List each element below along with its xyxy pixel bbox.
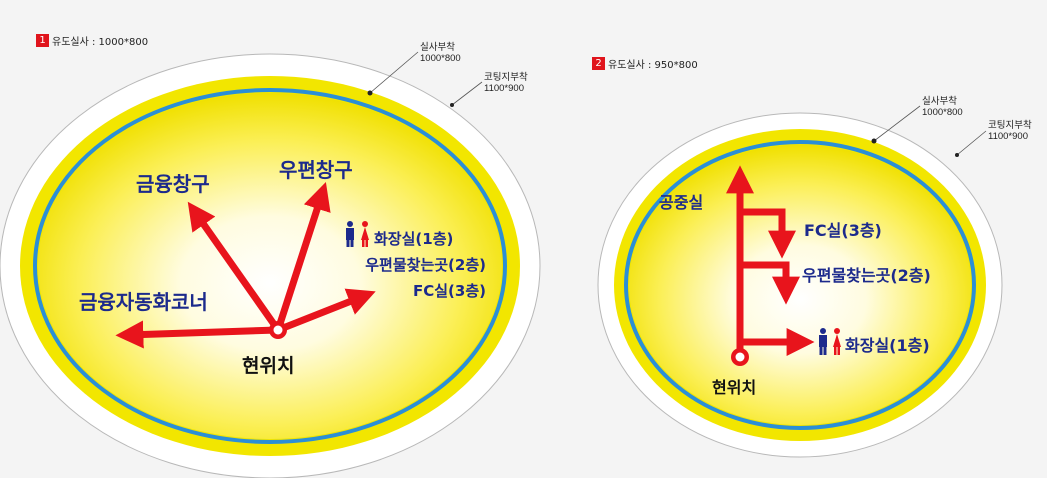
sign2-outer-callout-line2: 1100*900 (988, 131, 1028, 142)
sign2-outer-callout-line1: 코팅지부착 (988, 120, 1032, 131)
sign1-blue-ring (33, 88, 507, 444)
sign2-label-fc: FC실(3층) (804, 221, 882, 240)
sign1-outer-leader (451, 81, 483, 106)
sign1-outer-callout-line2: 1100*900 (484, 83, 524, 94)
sign2-header: 2 유도실사 : 950*800 (592, 56, 698, 71)
sign2-arrow-pobox (743, 261, 800, 305)
sign2-inner-callout: 실사부착 1000*800 (922, 96, 963, 118)
sign2-number-badge: 2 (592, 57, 605, 70)
sign2-label-pobox: 우편물찾는곳(2층) (802, 266, 931, 285)
sign1-inner-callout-line2: 1000*800 (420, 53, 461, 64)
sign1-label-pobox: 우편물찾는곳(2층) (365, 256, 486, 274)
sign2-inner-dot (871, 138, 877, 144)
sign2-label-here: 현위치 (712, 378, 756, 397)
sign2-arrow-fc (743, 208, 796, 259)
sign1-outer-dot (450, 103, 454, 107)
sign2: 공중실 FC실(3층) 우편물찾는곳(2층) 화장실(1층) 현위치 (597, 105, 1003, 458)
sign1-inner-dot (367, 90, 373, 96)
sign1-inner-fill (38, 93, 502, 439)
sign1-outer-callout: 코팅지부착 1100*900 (484, 72, 528, 94)
sign1-inner-callout: 실사부착 1000*800 (420, 42, 461, 64)
sign2-blue-ring (624, 140, 976, 430)
sign2-outer-leader (956, 130, 987, 156)
sign1-label-fc: FC실(3층) (413, 282, 486, 300)
sign2-inner-fill (629, 145, 971, 425)
sign2-label-toilet: 화장실(1층) (845, 336, 930, 355)
sign2-inner-callout-line1: 실사부착 (922, 96, 957, 107)
sign2-inner-leader (873, 105, 921, 142)
sign2-label-courtyard: 공중실 (659, 193, 703, 212)
sign1-label-here: 현위치 (242, 355, 294, 377)
sign1-arrow-fc (276, 288, 376, 334)
sign1-arrow-finance (187, 201, 281, 333)
sign1-toilet-icon (346, 221, 369, 247)
sign1-inner-callout-line1: 실사부착 (420, 42, 455, 53)
sign1-label-finance: 금융창구 (136, 172, 210, 196)
sign2-here-marker-inner (735, 352, 745, 362)
sign1-inner-leader (369, 51, 419, 94)
sign1-outer-callout-line1: 코팅지부착 (484, 72, 528, 83)
sign1: 금융창구 우편창구 화장실(1층) 우편물찾는곳(2층) FC실(3층) 금융자… (0, 51, 541, 478)
sign2-toilet-icon (819, 328, 841, 355)
sign1-title: 유도실사 : 1000*800 (52, 37, 149, 48)
sign2-outer-dot (955, 153, 959, 157)
sign2-outer-callout: 코팅지부착 1100*900 (988, 120, 1032, 142)
sign1-label-atm: 금융자동화코너 (79, 290, 208, 314)
sign1-arrow-atm (115, 320, 279, 349)
sign1-label-post: 우편창구 (279, 158, 353, 182)
sign1-header: 1 유도실사 : 1000*800 (36, 33, 148, 48)
sign2-title: 유도실사 : 950*800 (608, 60, 698, 71)
sign1-arrow-post (274, 182, 331, 332)
sign1-here-marker-inner (273, 325, 283, 335)
sign1-number-badge: 1 (36, 34, 49, 47)
sign1-label-toilet: 화장실(1층) (374, 230, 453, 248)
sign2-inner-callout-line2: 1000*800 (922, 107, 963, 118)
